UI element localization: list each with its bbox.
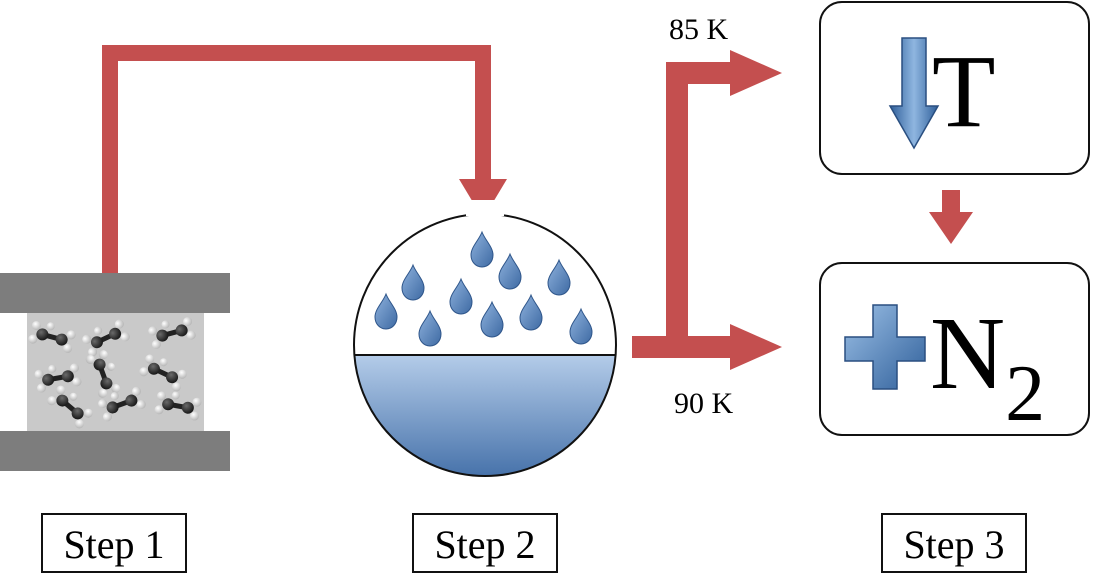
temperature-85k-label: 85 K — [669, 13, 729, 46]
top-plate — [0, 273, 230, 313]
step2-to-step3-arrows — [632, 50, 782, 370]
step2-liquid-vessel — [353, 200, 617, 477]
step1-compression-cell — [0, 273, 230, 471]
step3-down-arrow — [929, 190, 973, 244]
step2-label-box: Step 2 — [412, 513, 558, 573]
step3-label: Step 3 — [903, 522, 1004, 567]
temperature-symbol: T — [932, 34, 996, 149]
nitrogen-symbol: N2 — [930, 296, 1045, 438]
bottom-plate — [0, 431, 230, 471]
step1-label: Step 1 — [63, 522, 164, 567]
down-arrow-icon — [888, 37, 940, 150]
nitrogen-addition-box: N2 — [819, 262, 1090, 438]
nitrogen-letter: N — [930, 296, 1005, 411]
step2-label: Step 2 — [434, 522, 535, 567]
plus-icon — [844, 304, 926, 390]
step1-label-box: Step 1 — [41, 513, 187, 573]
step3-label-box: Step 3 — [881, 513, 1027, 573]
temperature-decrease-box: T — [819, 1, 1090, 175]
nitrogen-subscript: 2 — [1005, 350, 1045, 438]
step1-to-step2-arrow — [102, 45, 507, 275]
liquid — [354, 355, 616, 476]
temperature-90k-label: 90 K — [674, 387, 734, 420]
